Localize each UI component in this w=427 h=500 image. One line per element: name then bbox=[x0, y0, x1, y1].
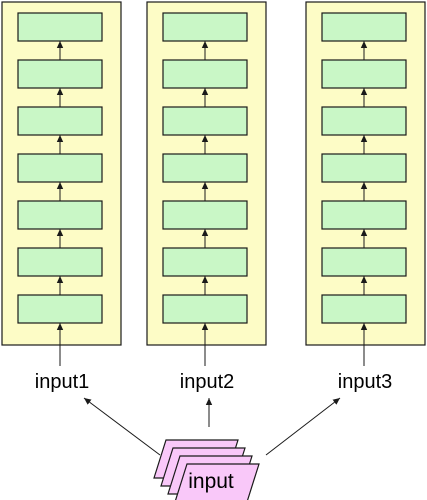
source-input-group bbox=[83, 397, 341, 500]
stacks-group bbox=[1, 1, 426, 366]
layer-box bbox=[17, 200, 103, 230]
layer-box bbox=[321, 247, 407, 277]
layer-box bbox=[162, 247, 248, 277]
layer-box bbox=[162, 12, 248, 42]
layer-box bbox=[17, 247, 103, 277]
layer-box bbox=[17, 153, 103, 183]
layer-box bbox=[162, 106, 248, 136]
source-input-label: input bbox=[188, 470, 234, 493]
source-card bbox=[175, 463, 260, 500]
layer-box bbox=[17, 294, 103, 324]
layer-box bbox=[162, 200, 248, 230]
layer-box bbox=[17, 106, 103, 136]
layer-box bbox=[162, 59, 248, 89]
layer-box bbox=[162, 153, 248, 183]
input-label-3: input3 bbox=[338, 371, 393, 393]
layer-box bbox=[321, 153, 407, 183]
layer-box bbox=[17, 12, 103, 42]
layer-box bbox=[162, 294, 248, 324]
layer-box bbox=[321, 59, 407, 89]
input-labels-group: input1 input2 input3 bbox=[35, 371, 393, 393]
layer-box bbox=[321, 12, 407, 42]
fanout-arrow-1 bbox=[83, 397, 161, 456]
stack-3 bbox=[305, 1, 426, 366]
fanout-arrow-3 bbox=[265, 397, 341, 456]
layer-box bbox=[321, 106, 407, 136]
input-label-1: input1 bbox=[35, 371, 90, 393]
stack-2 bbox=[146, 1, 267, 366]
stack-1 bbox=[1, 1, 122, 366]
layer-box bbox=[17, 59, 103, 89]
layer-box bbox=[321, 200, 407, 230]
layer-box bbox=[321, 294, 407, 324]
input-label-2: input2 bbox=[180, 371, 235, 393]
